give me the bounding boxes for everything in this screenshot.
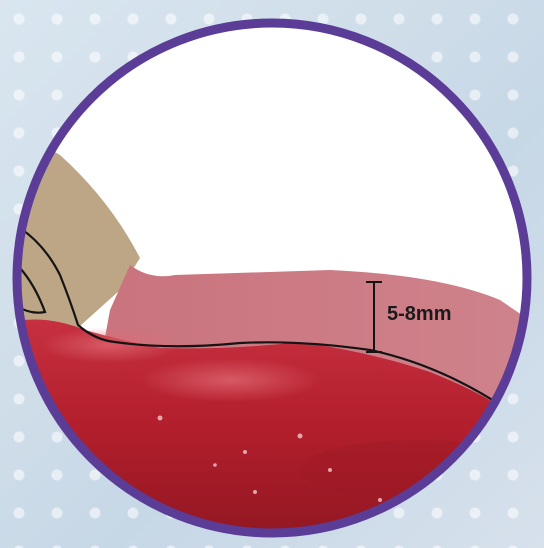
measurement-label: 5-8mm: [387, 303, 451, 325]
tissue-highlight: [140, 358, 320, 402]
